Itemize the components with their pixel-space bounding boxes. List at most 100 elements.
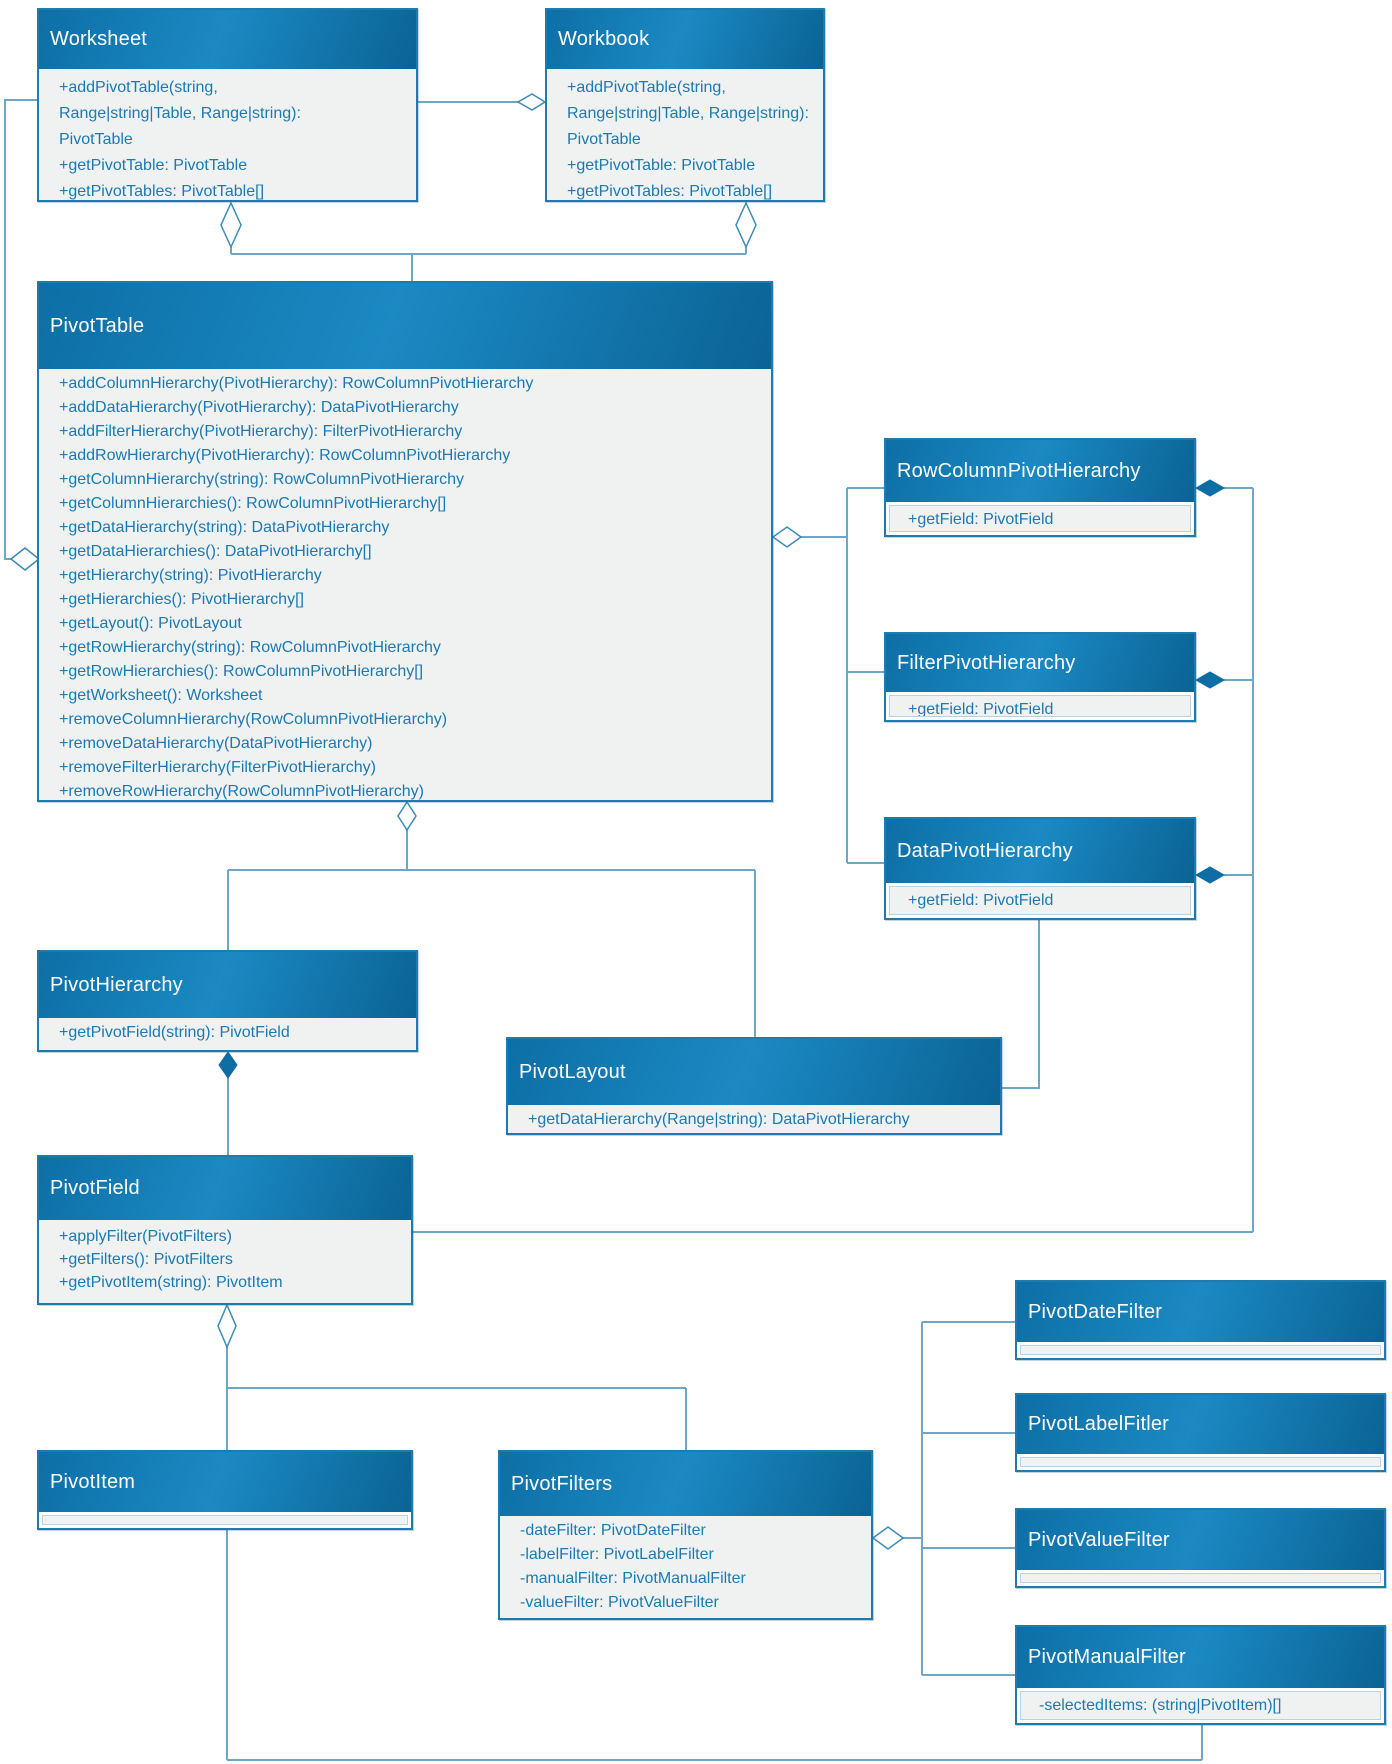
class-title: PivotItem: [50, 1470, 136, 1493]
member: +getHierarchy(string): PivotHierarchy: [59, 567, 322, 584]
class-header-datapivothierarchy: DataPivotHierarchy: [886, 819, 1194, 883]
member: +removeFilterHierarchy(FilterPivotHierar…: [59, 759, 376, 776]
member: PivotTable: [567, 131, 641, 148]
class-header-pivotlabelfitler: PivotLabelFitler: [1017, 1395, 1384, 1454]
member: +getHierarchies(): PivotHierarchy[]: [59, 591, 304, 608]
class-header-pivotfilters: PivotFilters: [500, 1452, 871, 1516]
class-members: +getField: PivotField: [889, 505, 1191, 532]
member: +getField: PivotField: [908, 892, 1054, 909]
class-title: PivotLayout: [519, 1060, 626, 1083]
composition-diamond-filterpivothierarchy: [1194, 671, 1226, 689]
member: +getPivotTables: PivotTable[]: [59, 183, 265, 200]
class-members: -dateFilter: PivotDateFilter-labelFilter…: [500, 1516, 871, 1618]
aggregation-diamond-pivottable-bottom: [397, 800, 417, 832]
class-title: Workbook: [558, 28, 650, 50]
class-pivottable: PivotTable +addColumnHierarchy(PivotHier…: [37, 281, 773, 802]
class-members: [1020, 1573, 1381, 1583]
class-pivotvaluefilter: PivotValueFilter: [1015, 1508, 1386, 1588]
member: +getLayout(): PivotLayout: [59, 615, 242, 632]
member: -selectedItems: (string|PivotItem)[]: [1039, 1697, 1282, 1714]
composition-diamond-datapivothierarchy: [1194, 866, 1226, 884]
worksheet-pivottable-left-line: [4, 99, 37, 560]
member: +getPivotTable: PivotTable: [59, 157, 248, 174]
pivottable-to-pivothierarchy-pivotlayout-lines: [227, 830, 756, 1037]
hierarchies-to-pivotfield-spine: [413, 487, 1254, 1233]
class-members: +getPivotField(string): PivotField: [39, 1018, 416, 1050]
class-title: PivotFilters: [511, 1472, 613, 1495]
class-title: RowColumnPivotHierarchy: [897, 459, 1141, 482]
class-title: PivotManualFilter: [1028, 1646, 1186, 1668]
class-title: PivotHierarchy: [50, 973, 183, 996]
member: -valueFilter: PivotValueFilter: [520, 1594, 719, 1611]
class-title: PivotDateFilter: [1028, 1300, 1163, 1323]
class-pivotlabelfitler: PivotLabelFitler: [1015, 1393, 1386, 1472]
class-members: +addPivotTable(string,Range|string|Table…: [39, 69, 416, 200]
member: Range|string|Table, Range|string):: [567, 105, 809, 122]
pivotfield-to-pivotitem-filters-lines: [226, 1347, 1203, 1761]
member: +removeDataHierarchy(DataPivotHierarchy): [59, 735, 373, 752]
composition-diamond-rowcolumnpivothierarchy: [1194, 479, 1226, 497]
composition-diamond-pivothierarchy-bottom: [218, 1051, 238, 1079]
class-header-filterpivothierarchy: FilterPivotHierarchy: [886, 634, 1194, 692]
class-members: +getDataHierarchy(Range|string): DataPiv…: [508, 1105, 1000, 1133]
class-pivothierarchy: PivotHierarchy +getPivotField(string): P…: [37, 950, 418, 1052]
class-pivotitem: PivotItem: [37, 1450, 413, 1530]
member: +addRowHierarchy(PivotHierarchy): RowCol…: [59, 447, 511, 464]
class-workbook: Workbook +addPivotTable(string, Range|str…: [545, 8, 825, 202]
class-title: Worksheet: [50, 28, 148, 50]
class-title: PivotLabelFitler: [1028, 1413, 1170, 1435]
member: -manualFilter: PivotManualFilter: [520, 1570, 746, 1587]
member: -dateFilter: PivotDateFilter: [520, 1522, 706, 1539]
member: +getColumnHierarchies(): RowColumnPivotH…: [59, 495, 447, 512]
worksheet-workbook-to-pivottable-lines: [230, 247, 747, 281]
member: +addColumnHierarchy(PivotHierarchy): Row…: [59, 375, 534, 392]
member: +getWorksheet(): Worksheet: [59, 687, 263, 704]
class-header-workbook: Workbook: [547, 10, 823, 69]
member: +getDataHierarchy(string): DataPivotHier…: [59, 519, 390, 536]
member: +getDataHierarchies(): DataPivotHierarch…: [59, 543, 372, 560]
member: +getRowHierarchies(): RowColumnPivotHier…: [59, 663, 424, 680]
class-members: [1020, 1345, 1381, 1355]
member: +addFilterHierarchy(PivotHierarchy): Fil…: [59, 423, 463, 440]
aggregation-diamond-pivotfield-bottom: [217, 1303, 237, 1349]
aggregation-diamond-pivotfilters-right: [871, 1526, 905, 1550]
member: +getField: PivotField: [908, 701, 1054, 717]
class-worksheet: Worksheet +addPivotTable(string,Range|st…: [37, 8, 418, 202]
pivotfilters-to-filter-classes-spine: [903, 1321, 1015, 1676]
class-title: PivotField: [50, 1177, 140, 1199]
class-title: FilterPivotHierarchy: [897, 651, 1076, 674]
class-header-pivotmanualfilter: PivotManualFilter: [1017, 1627, 1384, 1688]
class-members: +addPivotTable(string, Range|string|Table…: [547, 69, 823, 200]
class-pivotmanualfilter: PivotManualFilter -selectedItems: (strin…: [1015, 1625, 1386, 1725]
class-header-worksheet: Worksheet: [39, 10, 416, 69]
class-rowcolumnpivothierarchy: RowColumnPivotHierarchy +getField: Pivot…: [884, 438, 1196, 537]
class-title: PivotTable: [50, 314, 145, 337]
class-pivotdatefilter: PivotDateFilter: [1015, 1280, 1386, 1360]
member: Range|string|Table, Range|string):: [59, 105, 301, 122]
class-members: [1020, 1457, 1381, 1467]
class-members: -selectedItems: (string|PivotItem)[]: [1020, 1691, 1381, 1720]
member: +applyFilter(PivotFilters): [59, 1228, 232, 1245]
member: +getFilters(): PivotFilters: [59, 1251, 233, 1268]
member: +getDataHierarchy(Range|string): DataPiv…: [528, 1111, 910, 1128]
aggregation-diamond-workbook-left: [516, 93, 547, 111]
class-members: [42, 1515, 408, 1525]
class-filterpivothierarchy: FilterPivotHierarchy +getField: PivotFie…: [884, 632, 1196, 722]
class-members: +addColumnHierarchy(PivotHierarchy): Row…: [39, 369, 771, 800]
class-pivotlayout: PivotLayout +getDataHierarchy(Range|stri…: [506, 1037, 1002, 1135]
member: +getColumnHierarchy(string): RowColumnPi…: [59, 471, 465, 488]
class-members: +getField: PivotField: [889, 695, 1191, 717]
member: PivotTable: [59, 131, 133, 148]
class-members: +applyFilter(PivotFilters) +getFilters():…: [39, 1220, 411, 1303]
member: +addPivotTable(string,: [567, 79, 726, 96]
member: +getRowHierarchy(string): RowColumnPivot…: [59, 639, 441, 656]
class-members: +getField: PivotField: [889, 886, 1191, 915]
class-header-pivotvaluefilter: PivotValueFilter: [1017, 1510, 1384, 1570]
aggregation-diamond-workbook-bottom: [735, 201, 757, 249]
member: +getField: PivotField: [908, 511, 1054, 528]
aggregation-diamond-pivottable-left: [9, 547, 41, 571]
class-header-pivotfield: PivotField: [39, 1157, 411, 1220]
class-pivotfilters: PivotFilters -dateFilter: PivotDateFilte…: [498, 1450, 873, 1620]
